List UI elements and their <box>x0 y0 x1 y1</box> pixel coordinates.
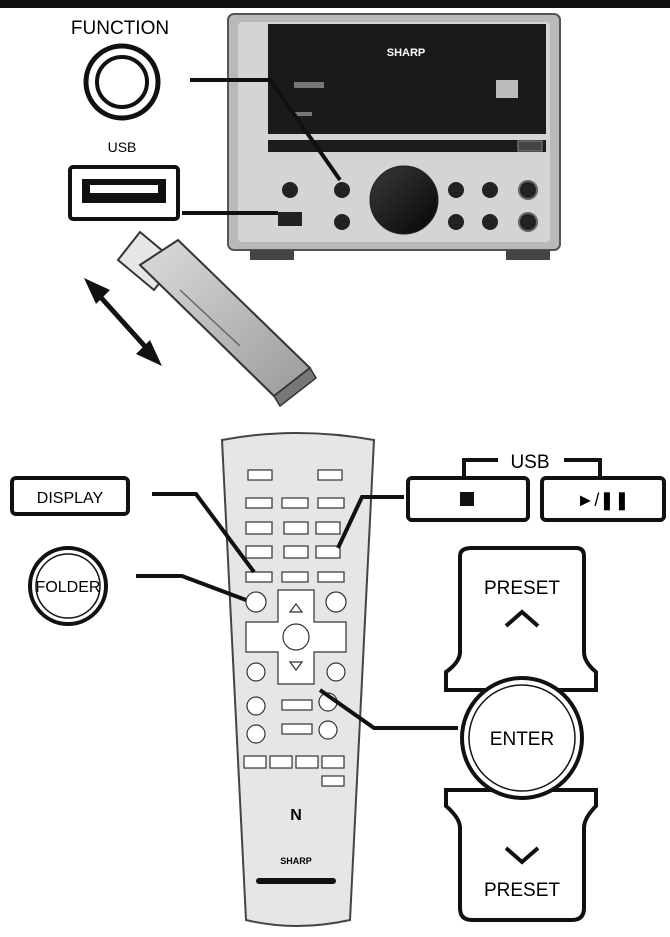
remote-enter-button[interactable] <box>282 623 310 651</box>
folder-button-enlarged[interactable] <box>28 546 108 626</box>
folder-label: FOLDER <box>36 579 101 596</box>
remote-pmode-button[interactable] <box>246 696 266 716</box>
display-button-enlarged[interactable] <box>10 476 130 516</box>
remote-eject-button[interactable] <box>317 469 343 481</box>
remote-preset-down-icon <box>288 661 304 671</box>
play-pause-label: ►/❚❚ <box>577 490 630 511</box>
remote-fm-button[interactable] <box>269 755 293 769</box>
remote-usb-play-button[interactable] <box>315 545 341 559</box>
remote-display-button[interactable] <box>245 571 273 583</box>
remote-brand: SHARP <box>280 856 312 866</box>
volume-knob[interactable] <box>369 165 439 235</box>
remote-timer-button[interactable] <box>317 497 345 509</box>
unit-function-button[interactable] <box>334 182 350 198</box>
unit-rewind-button[interactable] <box>448 214 464 230</box>
remote-button-grid <box>243 469 347 787</box>
remote-clear-button[interactable] <box>325 591 347 613</box>
unit-audio-in-jack[interactable] <box>518 212 538 232</box>
unit-on-standby-button[interactable] <box>282 182 298 198</box>
remote-memory-button[interactable] <box>281 571 309 583</box>
enter-label: ENTER <box>490 729 554 750</box>
remote-pairing-button[interactable] <box>321 775 345 787</box>
remote-dab-button[interactable] <box>295 755 319 769</box>
stop-icon <box>460 492 474 506</box>
remote-dimmer-button[interactable] <box>246 724 266 744</box>
preset-down-button-enlarged[interactable] <box>462 820 582 916</box>
chevron-down-icon <box>504 846 540 865</box>
nfc-icon: N <box>290 807 302 824</box>
remote-preset-up-icon <box>288 603 304 613</box>
remote-cd-stop-button[interactable] <box>283 521 309 535</box>
usb-port-label: USB <box>108 139 137 155</box>
insert-direction-arrow-icon <box>84 278 162 366</box>
remote-tuner-button[interactable] <box>245 521 273 535</box>
remote-power-button[interactable] <box>247 469 273 481</box>
unit-stop-button[interactable] <box>482 182 498 198</box>
remote-vol-down-button[interactable] <box>318 720 338 740</box>
nav-cluster-enlarged <box>444 546 598 922</box>
unit-phones-jack[interactable] <box>518 180 538 200</box>
remote-usb-stop-button[interactable] <box>283 545 309 559</box>
folder-button-rim <box>35 553 101 619</box>
display-label: DISPLAY <box>37 490 104 507</box>
remote-bt-play-button[interactable] <box>321 755 345 769</box>
enter-leader-line <box>318 688 458 730</box>
remote-cd-play-button[interactable] <box>315 521 341 535</box>
remote-equal-button[interactable] <box>281 699 313 711</box>
remote-clock-button[interactable] <box>245 497 273 509</box>
usb-leader-line-remote <box>336 495 404 549</box>
preset-down-label: PRESET <box>484 880 560 901</box>
function-knob-enlarged <box>83 43 161 121</box>
remote-audio-in-button[interactable] <box>245 545 273 559</box>
display-leader-line <box>152 492 256 574</box>
folder-leader-line <box>136 574 247 602</box>
remote-apps-button[interactable] <box>243 755 267 769</box>
main-unit <box>227 13 561 260</box>
remote-folder-button[interactable] <box>245 591 267 613</box>
usb-stick-icon <box>116 230 317 408</box>
enter-button-rim <box>468 684 576 792</box>
usb-remote-label: USB <box>510 452 549 473</box>
preset-up-label: PRESET <box>484 578 560 599</box>
remote-mute-button[interactable] <box>326 662 346 682</box>
remote-sound-button[interactable] <box>246 662 266 682</box>
unit-usb-port[interactable] <box>278 212 302 226</box>
remote-sleep-button[interactable] <box>281 497 309 509</box>
chevron-up-icon <box>504 609 540 628</box>
unit-play-pause-button[interactable] <box>448 182 464 198</box>
function-leader-line <box>190 78 342 182</box>
usb-play-pause-button-enlarged[interactable] <box>540 476 666 522</box>
usb-port-enlarged <box>68 165 180 221</box>
top-rule <box>0 0 670 8</box>
function-label: FUNCTION <box>71 18 169 39</box>
unit-brand: SHARP <box>387 47 426 59</box>
remote-enter-small-button[interactable] <box>317 571 345 583</box>
enter-button-enlarged[interactable] <box>460 676 584 800</box>
unit-tuning-button[interactable] <box>334 214 350 230</box>
remote-xbass-button[interactable] <box>281 723 313 735</box>
unit-fast-forward-button[interactable] <box>482 214 498 230</box>
